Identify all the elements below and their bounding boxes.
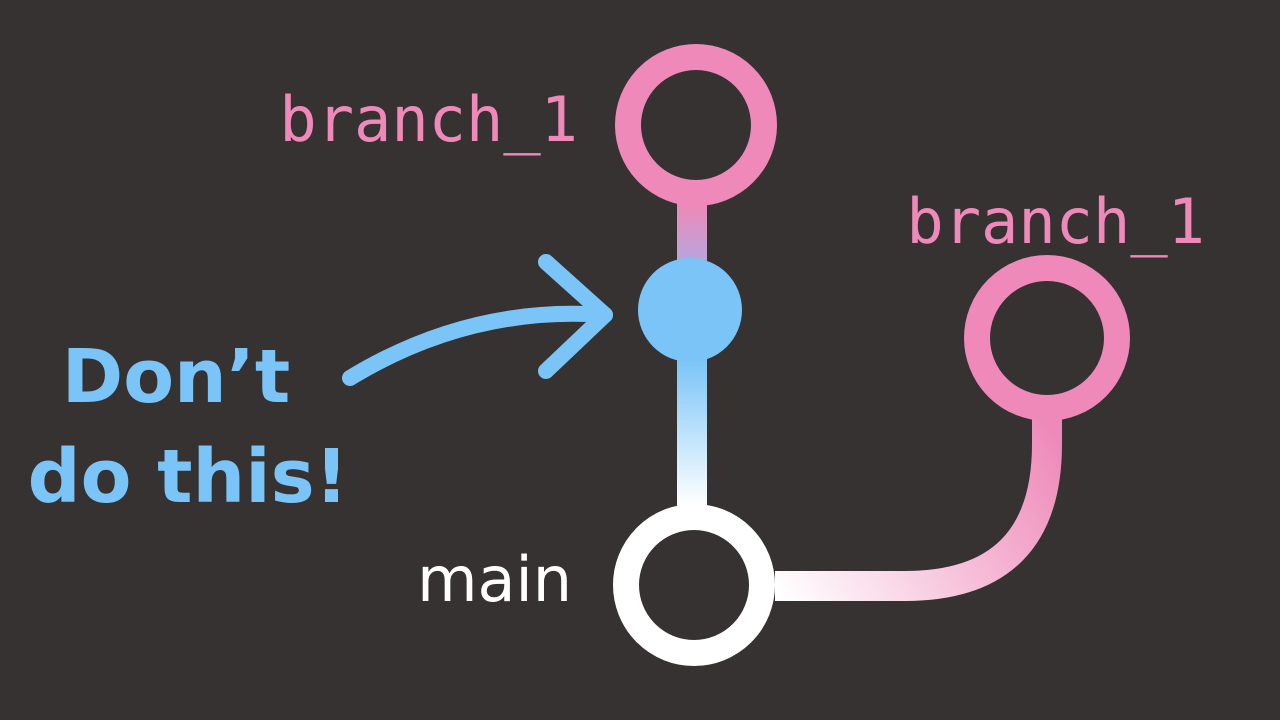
- main-commit-node: [613, 504, 775, 666]
- highlighted-commit-node: [638, 258, 742, 362]
- branch-label-top: branch_1: [279, 83, 578, 156]
- branch-commit-node-right: [964, 255, 1130, 421]
- branch-label-right: branch_1: [906, 185, 1205, 258]
- warning-line-2: do this!: [28, 434, 349, 520]
- curved-arrow-icon: [342, 254, 613, 386]
- main-label: main: [417, 543, 572, 616]
- warning-line-1: Don’t: [62, 334, 290, 420]
- branch-commit-node-top: [615, 44, 777, 206]
- branch-connector-right: [775, 418, 1062, 601]
